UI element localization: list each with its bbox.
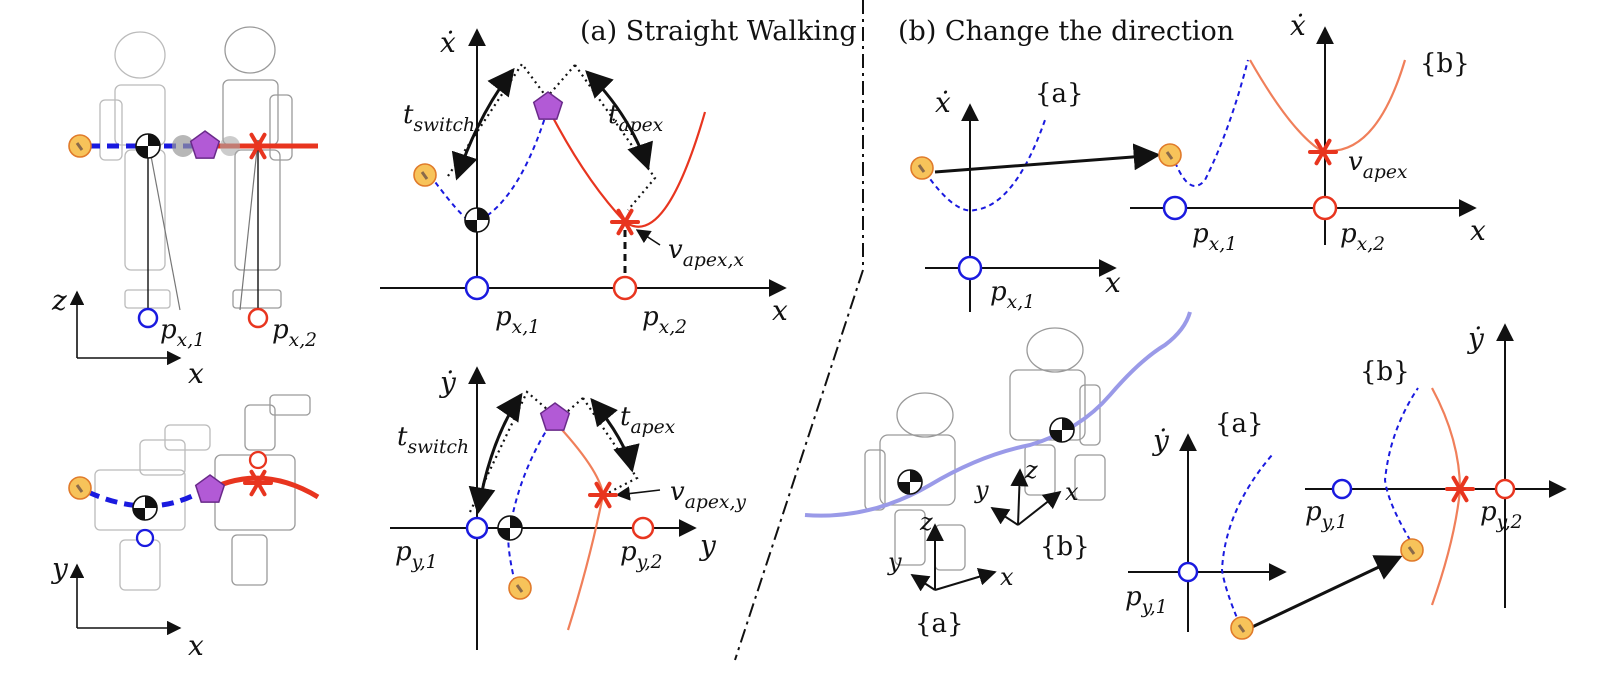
axis-x-a: x — [772, 294, 788, 327]
phase-plot-x-frame-b — [1130, 26, 1477, 245]
label-py2-a: py,2 — [620, 537, 663, 573]
frame-b-x: x — [1065, 478, 1079, 506]
frame-a-y: y — [887, 548, 902, 576]
turning-path — [804, 311, 1192, 518]
axis-x-side: x — [188, 357, 204, 390]
side-view-lines — [67, 130, 318, 366]
label-px2-bb: px,2 — [1340, 219, 1385, 255]
axis-y-a: y — [698, 529, 717, 562]
label-tswitch-x: tswitch — [403, 100, 475, 136]
axis-ydot-a: ẏ — [438, 366, 457, 399]
axis-y-top: y — [50, 552, 69, 585]
frame-b-axes — [990, 468, 1062, 526]
label-px2-side: px,2 — [272, 315, 317, 351]
axis-ydot-bb: ẏ — [1466, 322, 1485, 355]
label-px1-ba: px,1 — [990, 277, 1035, 313]
label-py1-a: py,1 — [395, 537, 438, 573]
caption-b: (b) Change the direction — [898, 16, 1234, 47]
label-tapex-y: tapex — [620, 402, 676, 438]
top-view-lines — [67, 450, 320, 636]
panel-divider — [734, 0, 864, 661]
label-vapex-b: vapex — [1348, 147, 1408, 183]
frame-a-label-y: {a} — [1215, 409, 1264, 439]
label-py1-ba: py,1 — [1125, 582, 1168, 618]
foot-p-x1 — [137, 307, 159, 329]
axis-xdot-bb: ẋ — [1290, 9, 1306, 42]
frame-a-axes — [910, 523, 997, 592]
axis-xdot-ba: ẋ — [935, 86, 951, 119]
robot-side-view — [99, 26, 293, 309]
label-px2-a: px,2 — [642, 302, 687, 338]
frame-a-label-x: {a} — [1035, 79, 1084, 109]
frame-a-x: x — [1000, 563, 1014, 591]
axis-xdot-a: ẋ — [440, 26, 456, 59]
label-px1-a: px,1 — [495, 302, 540, 338]
label-py2-bb: py,2 — [1480, 497, 1523, 533]
frame-b-label-y: {b} — [1360, 357, 1410, 387]
label-vapex-y: vapex,y — [670, 477, 746, 513]
frame-b-caption: {b} — [1040, 532, 1090, 562]
frame-b-y: y — [974, 476, 989, 504]
frame-a-caption: {a} — [915, 609, 964, 639]
label-tswitch-y: tswitch — [397, 422, 469, 458]
frame-a-z: z — [919, 508, 933, 536]
axis-x-top: x — [188, 629, 204, 662]
phase-plot-y-frame-a — [1128, 433, 1403, 641]
label-vapex-x: vapex,x — [668, 235, 744, 271]
axis-ydot-ba: ẏ — [1151, 424, 1170, 457]
phase-plot-y-frame-b — [1305, 323, 1567, 608]
phase-plot-x — [380, 28, 787, 301]
frame-b-label-x: {b} — [1420, 49, 1470, 79]
phase-plot-y — [390, 366, 697, 650]
label-tapex-x: tapex — [608, 100, 664, 136]
axis-x-ba: x — [1105, 266, 1121, 299]
label-px1-side: px,1 — [160, 315, 205, 351]
axis-x-bb: x — [1470, 214, 1486, 247]
axis-z: z — [51, 284, 67, 317]
foot-p-x2 — [247, 307, 269, 329]
phase-plot-x-frame-a — [909, 103, 1161, 312]
label-py1-bb: py,1 — [1305, 497, 1348, 533]
caption-a: (a) Straight Walking — [580, 16, 857, 47]
label-px1-bb: px,1 — [1192, 219, 1237, 255]
frame-b-z: z — [1024, 456, 1038, 484]
